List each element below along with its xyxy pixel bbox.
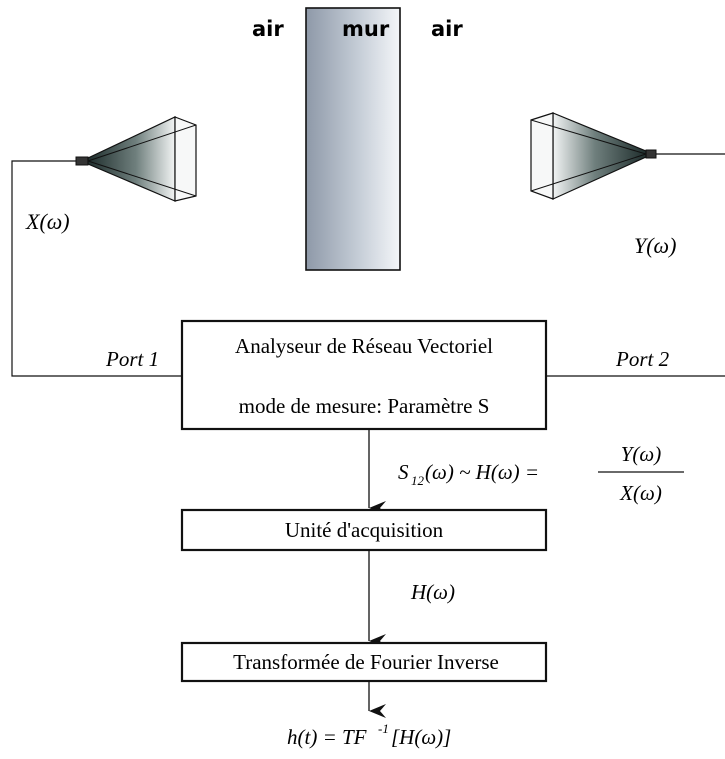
fourier-box — [180, 641, 548, 683]
fourier-label: Transformée de Fourier Inverse — [233, 650, 499, 674]
eq-middle: (ω) ~ H(ω) = — [425, 460, 539, 484]
eq-s: S — [398, 460, 409, 484]
eq-denominator: X(ω) — [619, 481, 662, 505]
air-left-label: air — [252, 17, 284, 41]
left-horn-antenna-icon — [75, 116, 197, 202]
out-superscript: -1 — [378, 721, 389, 736]
wall — [305, 7, 401, 271]
acquisition-label: Unité d'acquisition — [285, 518, 444, 542]
output-equation: h(t) = TF -1 [H(ω)] — [287, 721, 451, 749]
x-signal-label: X(ω) — [25, 209, 70, 234]
out-h: h(t) = TF — [287, 725, 367, 749]
out-rest: [H(ω)] — [391, 725, 451, 749]
acquisition-box — [180, 508, 548, 552]
eq-s-subscript: 12 — [411, 473, 425, 488]
h-omega-label: H(ω) — [410, 580, 455, 604]
port1-label: Port 1 — [105, 347, 159, 371]
vna-box — [180, 319, 548, 431]
left-cable — [11, 160, 182, 377]
y-signal-label: Y(ω) — [634, 233, 676, 258]
vna-title: Analyseur de Réseau Vectoriel — [235, 334, 493, 358]
wall-label: mur — [342, 17, 390, 41]
transfer-equation: S 12 (ω) ~ H(ω) = Y(ω) X(ω) — [398, 442, 684, 505]
eq-numerator: Y(ω) — [621, 442, 662, 466]
right-horn-antenna-icon — [530, 112, 657, 200]
air-right-label: air — [431, 17, 463, 41]
vna-mode: mode de mesure: Paramètre S — [239, 394, 490, 418]
port2-label: Port 2 — [615, 347, 670, 371]
